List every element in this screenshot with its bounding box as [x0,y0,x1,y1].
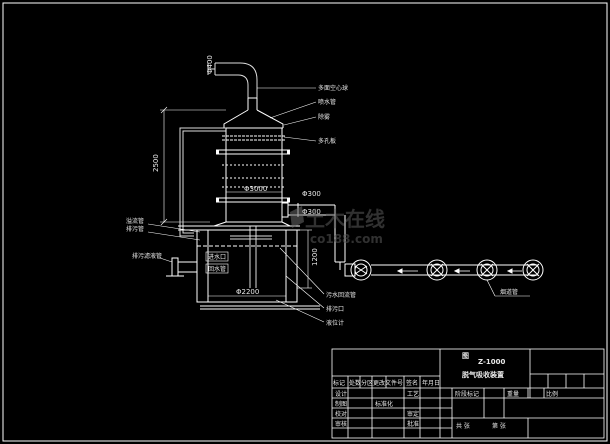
tower-cone [223,97,284,129]
drain-label: 排污管 [126,225,144,233]
top-pipe-dim: Φ400 [206,55,214,74]
inlet-label: 进水口 [208,253,226,261]
drain-port-label: 排污口 [326,305,344,313]
outlet-elbow-pipe [207,62,258,98]
tower-base [178,221,300,231]
flue-duct [298,204,346,270]
drawing-code: Z-1000 [478,358,505,366]
spray-pipe-loop [179,127,226,237]
stage-label: 阶段标记 [455,390,479,398]
packing-label: 多孔板 [318,137,336,145]
level-gauge-label: 液位计 [326,319,344,327]
row-draw: 制图 [335,400,347,408]
height-dim-label: 2500 [152,154,160,172]
overflow-label: 溢流管 [126,217,144,225]
row-check: 校对 [335,410,347,418]
fan-blower [344,259,372,281]
row-approve-2: 批准 [407,420,419,428]
tank-inner-labels [205,251,229,274]
outlet-dia-label-2: Φ300 [302,208,321,216]
sheets-label: 共 张 [456,422,470,430]
rev-h-2: 分区 [361,379,373,387]
scale-label: 比例 [546,390,558,398]
tower-body [216,127,290,223]
row-approve-1: 审定 [407,410,419,418]
height-dim-line [160,106,226,226]
demister-label: 除雾 [318,113,330,121]
row-standard: 标准化 [375,400,393,408]
conveyor-rollers [426,259,544,281]
tank-height-dim [297,229,312,289]
row-design: 设计 [335,390,347,398]
outlet-dia-label: Φ300 [302,190,321,198]
flue-pipe-label: 烟道管 [500,288,518,296]
tower-diameter-label: Φ3000 [244,185,267,193]
feed-pipe-label: 污水回流管 [326,291,356,299]
row-process: 工艺 [407,390,419,398]
tank-height-label: 1200 [311,248,319,266]
center-pipe [230,226,272,288]
watermark: 土木在线 co188.com [290,206,385,246]
rev-h-5: 年月日 [422,379,440,387]
rev-h-4: 签名 [406,379,418,387]
right-leaders [257,87,325,323]
title-block [331,348,605,439]
flange-marks [216,150,290,202]
return-pipe-label: 回水管 [208,265,226,273]
rev-h-1: 处数 [349,379,361,387]
spray-pipe-label: 喷水管 [318,98,336,106]
left-valves [166,257,197,277]
flue-leader [486,279,530,297]
multi-cone-label: 多面空心球 [318,84,348,92]
weight-label: 重量 [507,390,519,398]
watermark-en: co188.com [310,232,383,246]
left-leaders [147,223,201,263]
watermark-cn: 土木在线 [305,207,385,231]
row-review: 审核 [335,420,347,428]
rev-h-3: 更改文件号 [373,379,403,387]
rev-h-0: 标记 [333,379,345,387]
drawing-no: 图 [462,351,469,360]
conveyor-line [371,264,538,276]
sheet-label: 第 张 [492,422,506,430]
drawing-title: 脱气吸收装置 [462,370,504,379]
tank-width-label: Φ2200 [236,288,259,296]
sludge-label: 排污滤液管 [132,252,162,260]
